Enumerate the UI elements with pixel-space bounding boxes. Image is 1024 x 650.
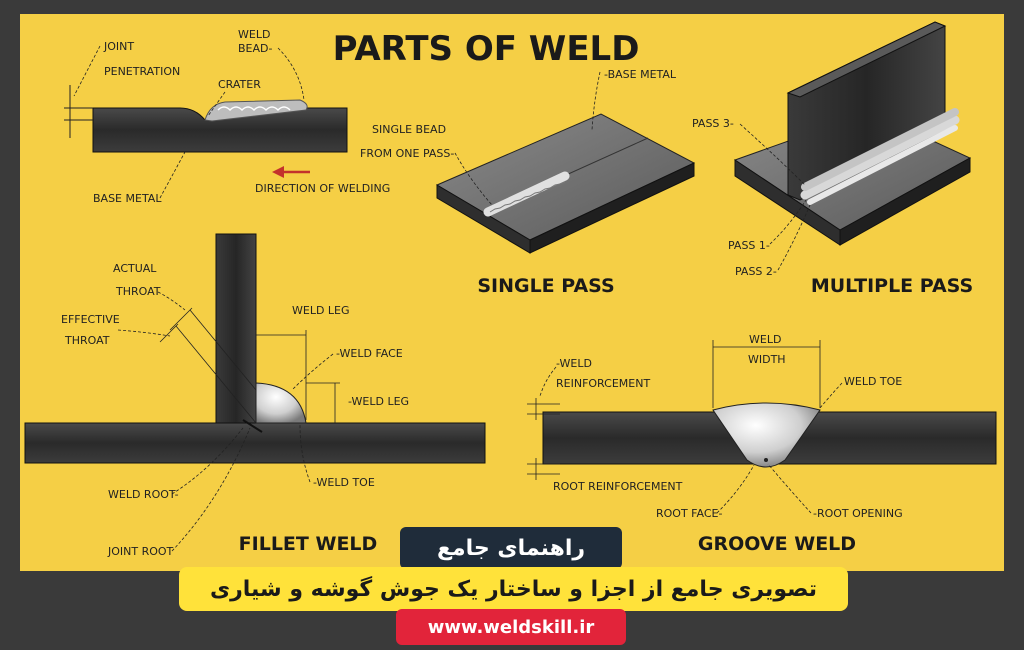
label-weld-leg-side: -WELD LEG [348, 395, 409, 408]
label-throat-1: THROAT [115, 285, 161, 298]
fillet-weld-diagram [24, 233, 486, 464]
caption-groove-weld: GROOVE WELD [698, 533, 856, 555]
label-root-reinf: ROOT REINFORCEMENT [553, 480, 683, 493]
label-weld-reinf-1: -WELD [556, 357, 592, 370]
single-pass-diagram [435, 113, 696, 254]
caption-fillet-weld: FILLET WELD [239, 533, 378, 555]
label-direction: DIRECTION OF WELDING [255, 182, 390, 195]
label-penetration: PENETRATION [104, 65, 180, 78]
label-base-metal-2: -BASE METAL [604, 68, 677, 81]
label-weld-toe-groove: WELD TOE [844, 375, 902, 388]
label-base-metal-1: BASE METAL [93, 192, 162, 205]
label-weld: WELD [238, 28, 270, 41]
label-effective: EFFECTIVE [61, 313, 120, 326]
label-weld-toe-fillet: -WELD TOE [313, 476, 375, 489]
label-from-one-pass: FROM ONE PASS- [360, 147, 454, 160]
label-pass1: PASS 1- [728, 239, 770, 252]
label-pass2: PASS 2- [735, 265, 777, 278]
website-link[interactable]: www.weldskill.ir [396, 609, 626, 645]
page-title: PARTS OF WELD [333, 29, 640, 69]
label-single-bead: SINGLE BEAD [372, 123, 446, 136]
label-pass3: PASS 3- [692, 117, 734, 130]
caption-multiple-pass: MULTIPLE PASS [811, 275, 973, 297]
caption-single-pass: SINGLE PASS [477, 275, 614, 297]
weld-ripples [217, 106, 291, 112]
base-metal-plate [92, 107, 348, 153]
label-joint-root: JOINT ROOT [107, 545, 174, 558]
label-root-opening: -ROOT OPENING [813, 507, 903, 520]
guide-banner: راهنمای جامع [400, 527, 622, 569]
label-root-face: ROOT FACE- [656, 507, 722, 520]
label-bead: BEAD- [238, 42, 272, 55]
subtitle-banner: تصویری جامع از اجزا و ساختار یک جوش گوشه… [179, 567, 848, 611]
bead-plate-diagram [64, 85, 348, 153]
label-actual: ACTUAL [113, 262, 157, 275]
weld-bead-shape [204, 99, 308, 122]
label-weld-face: -WELD FACE [336, 347, 403, 360]
label-weld-reinf-2: REINFORCEMENT [556, 377, 650, 390]
direction-arrow-icon [272, 166, 310, 178]
label-crater: CRATER [218, 78, 261, 91]
label-throat-2: THROAT [64, 334, 110, 347]
label-weld-width-2: WIDTH [748, 353, 786, 366]
multiple-pass-diagram [733, 21, 972, 246]
label-weld-width-1: WELD [749, 333, 781, 346]
label-weld-leg-top: WELD LEG [292, 304, 350, 317]
groove-weld-diagram [527, 340, 997, 480]
label-weld-root: WELD ROOT- [108, 488, 179, 501]
label-joint: JOINT [103, 40, 134, 53]
